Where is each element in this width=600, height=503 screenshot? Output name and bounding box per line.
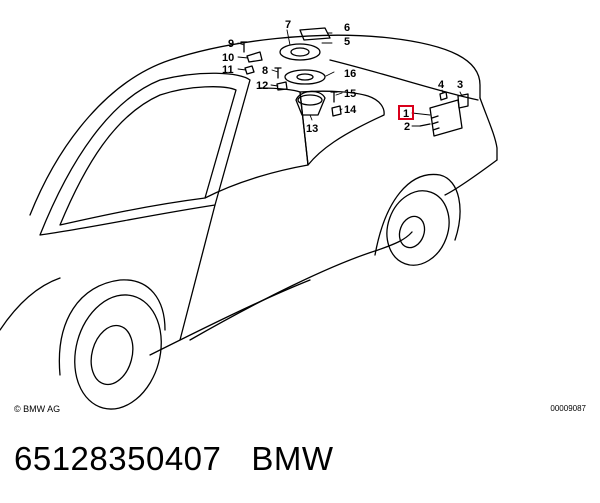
rear-quarter	[444, 159, 498, 196]
part-15-screw	[330, 91, 338, 103]
rear-window	[299, 90, 385, 166]
callout-16: 16	[344, 68, 356, 80]
front-wheel	[74, 294, 162, 410]
brand-name: BMW	[251, 440, 334, 477]
side-body-line	[189, 231, 413, 341]
drawing-number: 00009087	[550, 404, 586, 413]
part-6-cover	[299, 27, 331, 41]
callout-12: 12	[256, 80, 268, 92]
part-1-amplifier	[429, 99, 463, 137]
part-13-ring	[297, 94, 323, 106]
part-number: 65128350407	[14, 440, 222, 477]
windshield-inner	[59, 86, 237, 226]
door-line	[179, 204, 216, 341]
callout-2: 2	[404, 121, 410, 133]
part-9-screw	[240, 41, 248, 53]
c-pillar	[204, 87, 309, 199]
rear-wheel	[386, 190, 450, 266]
part-7-cone	[290, 47, 310, 57]
rear-deck-line	[329, 59, 479, 101]
sill-line	[149, 279, 311, 356]
callout-10: 10	[222, 52, 234, 64]
callout-1-highlight	[398, 105, 414, 120]
part-4-clip	[439, 91, 448, 101]
callout-14: 14	[344, 104, 357, 116]
part-3-bracket	[457, 93, 469, 109]
trunk-edge	[479, 97, 498, 161]
rear-hub	[398, 215, 426, 249]
part-7-speaker	[279, 43, 321, 61]
part-1-fins	[431, 115, 440, 131]
part-8-screw	[274, 67, 282, 79]
copyright-notice: © BMW AG	[14, 404, 61, 414]
callout-3: 3	[457, 79, 463, 91]
front-wheel-arch	[58, 279, 166, 376]
callout-4: 4	[438, 79, 445, 91]
callout-13: 13	[306, 123, 318, 135]
part-caption: 65128350407 BMW	[14, 440, 334, 478]
callout-15: 15	[344, 88, 356, 100]
front-lower	[0, 277, 61, 331]
callout-5: 5	[344, 36, 350, 48]
front-hub	[90, 324, 134, 386]
callout-1: 1	[403, 108, 409, 120]
part-13-bracket	[295, 90, 326, 116]
callout-7: 7	[285, 19, 291, 31]
callout-6: 6	[344, 22, 350, 34]
part-11-clip	[244, 65, 255, 75]
car-body-outline	[29, 34, 481, 216]
leader-lines	[237, 29, 463, 127]
windshield	[39, 72, 251, 236]
callout-8: 8	[262, 65, 268, 77]
part-16-speaker	[284, 69, 326, 85]
part-16-cone	[296, 73, 314, 81]
part-2-screw	[419, 123, 431, 127]
callout-11: 11	[222, 64, 234, 76]
part-10-grommet	[246, 51, 263, 63]
part-12-clip	[276, 81, 288, 91]
part-14-nut	[331, 105, 342, 117]
callout-9: 9	[228, 38, 234, 50]
parts-diagram: 6 5 7 9 10 11 8 16 12 15 14 13 4 3 2 1	[0, 19, 498, 410]
rear-wheel-arch	[374, 173, 461, 256]
